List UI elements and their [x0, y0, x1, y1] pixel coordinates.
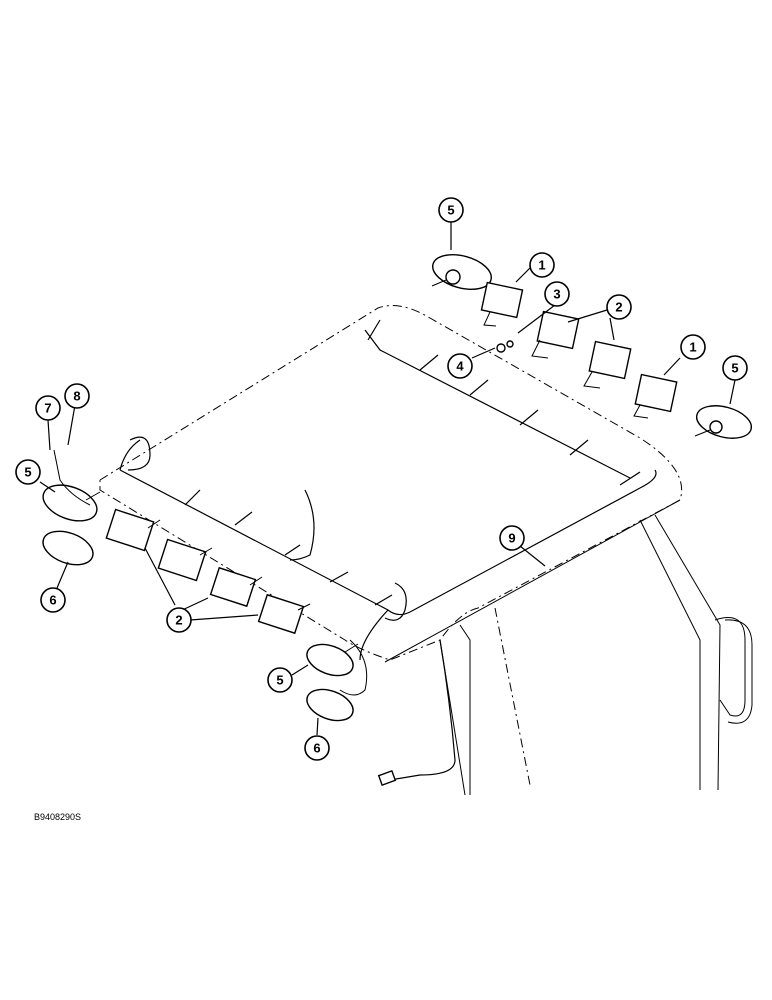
wiring-harness — [119, 319, 657, 786]
callout-7: 7 — [35, 395, 61, 421]
svg-text:8: 8 — [73, 389, 80, 404]
svg-text:7: 7 — [44, 401, 51, 416]
svg-text:6: 6 — [313, 741, 320, 756]
callout-3: 3 — [544, 281, 570, 307]
svg-text:6: 6 — [49, 593, 56, 608]
callout-5d: 5 — [267, 667, 293, 693]
cab-roof — [99, 305, 683, 663]
svg-text:4: 4 — [456, 359, 464, 374]
svg-text:2: 2 — [615, 300, 622, 315]
callout-4: 4 — [447, 353, 473, 379]
svg-text:5: 5 — [24, 465, 31, 480]
callout-2b: 2 — [166, 607, 192, 633]
callout-5c: 5 — [15, 459, 41, 485]
svg-text:3: 3 — [553, 287, 560, 302]
callout-5a: 5 — [438, 197, 464, 223]
leader-lines — [39, 222, 736, 736]
cab-frame — [439, 514, 753, 796]
svg-text:2: 2 — [175, 613, 182, 628]
callout-5b: 5 — [722, 355, 748, 381]
svg-text:1: 1 — [689, 340, 696, 355]
callout-6b: 6 — [304, 735, 330, 761]
figure-code: B9408290S — [34, 812, 82, 822]
rear-lamps — [431, 254, 753, 439]
front-lamps — [42, 449, 368, 722]
svg-text:5: 5 — [276, 673, 283, 688]
callout-9: 9 — [499, 525, 525, 551]
callout-1b: 1 — [680, 334, 706, 360]
svg-text:1: 1 — [538, 258, 545, 273]
callout-1a: 1 — [529, 252, 555, 278]
svg-text:9: 9 — [508, 531, 515, 546]
callout-8: 8 — [64, 383, 90, 409]
svg-text:5: 5 — [731, 361, 738, 376]
callouts: 1 1 2 2 3 4 5 5 5 5 6 6 7 8 9 — [15, 197, 748, 761]
callout-6a: 6 — [40, 587, 66, 613]
callout-2a: 2 — [606, 294, 632, 320]
svg-text:5: 5 — [447, 203, 454, 218]
